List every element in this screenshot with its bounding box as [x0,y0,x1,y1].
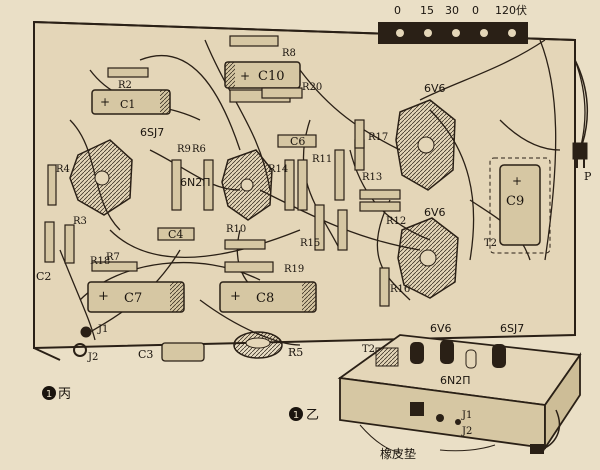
resistor-label-r2: R2 [118,80,132,91]
svg-text:+: + [512,174,522,188]
resistor-label-r7: R7 [106,252,120,263]
capacitor-label-c9: C9 [506,194,524,209]
svg-text:丙: 丙 [58,387,71,402]
tube-socket-6v6-upper [395,99,456,191]
figure-marker-bing: 1 丙 [42,386,71,402]
tube-label-2: 6V6 [424,82,446,95]
tube-label-1: 6N2П [180,176,211,189]
capacitor-label-c10: C10 [258,69,285,84]
resistor-label-r4: R4 [56,164,70,175]
capacitor-label-c2: C2 [36,270,51,283]
inset-transformer-label: T2 [362,344,375,355]
resistor-label-r10: R10 [226,224,246,235]
capacitor-label-c4: C4 [168,228,183,241]
resistor-label-r3: R3 [73,216,87,227]
svg-text:1: 1 [46,389,52,400]
tube-label-3: 6V6 [424,206,446,219]
tube-socket-6v6-lower [397,217,459,299]
potentiometer-r5 [233,331,283,359]
capacitor-label-c8: C8 [256,291,274,306]
resistor-label-r13: R13 [362,172,382,183]
capacitor-c7: + [87,281,185,313]
svg-text:+: + [230,289,241,304]
power-plug [572,59,589,168]
svg-text:+: + [100,95,110,109]
inset-jack1-label: J1 [461,410,472,421]
plug-label: P [584,170,592,183]
jack1-label: J1 [97,324,108,335]
capacitor-c3 [161,342,205,362]
tube-socket-6sj7 [69,139,133,216]
capacitor-c8: + [219,281,317,313]
svg-text:乙: 乙 [306,408,319,423]
capacitor-c9: + [489,157,551,254]
scale-label-3: 0 [472,4,479,17]
resistor-label-r18: R18 [90,256,110,267]
jack2-label: J2 [87,352,98,363]
scale-label-1: 15 [420,4,434,17]
scale-label-4: 120伏 [495,3,527,17]
resistor-label-r17: R17 [368,132,388,143]
scale-label-0: 0 [394,4,401,17]
inset-chassis [337,334,582,454]
transformer-label: T2 [484,238,497,249]
inset-jack2-label: J2 [461,426,472,437]
voltage-terminal-strip [378,22,528,44]
pot-label: R5 [288,346,303,359]
resistor-label-r16: R16 [390,284,410,295]
resistor-label-r9: R9 [177,144,191,155]
capacitor-label-c6: C6 [290,135,305,148]
svg-text:+: + [98,289,109,304]
inset-tube-label-1: 6SJ7 [500,322,524,335]
resistor-label-r19: R19 [284,264,304,275]
svg-text:+: + [240,69,250,83]
jacks [73,326,92,357]
resistor-label-r6: R6 [192,144,206,155]
tube-socket-6n2p [221,149,273,221]
small-components [44,35,401,307]
tube-label-0: 6SJ7 [140,126,164,139]
resistor-label-r8: R8 [282,48,296,59]
capacitor-c1: + [91,89,171,115]
capacitor-label-c1: C1 [120,98,135,111]
capacitor-label-c3: C3 [138,348,153,361]
resistor-label-r20: R20 [302,82,322,93]
resistor-label-r11: R11 [312,154,332,165]
svg-text:1: 1 [293,410,299,421]
inset-tube-label-0: 6V6 [430,322,452,335]
figure-marker-yi: 1 乙 [289,407,319,423]
resistor-label-r12: R12 [386,216,406,227]
resistor-label-r15: R15 [300,238,320,249]
capacitor-label-c7: C7 [124,291,142,306]
scale-label-2: 30 [445,4,459,17]
inset-tube-label-2: 6N2П [440,374,471,387]
resistor-label-r14: R14 [268,164,288,175]
rubber-pad-label: 橡皮垫 [380,446,416,461]
